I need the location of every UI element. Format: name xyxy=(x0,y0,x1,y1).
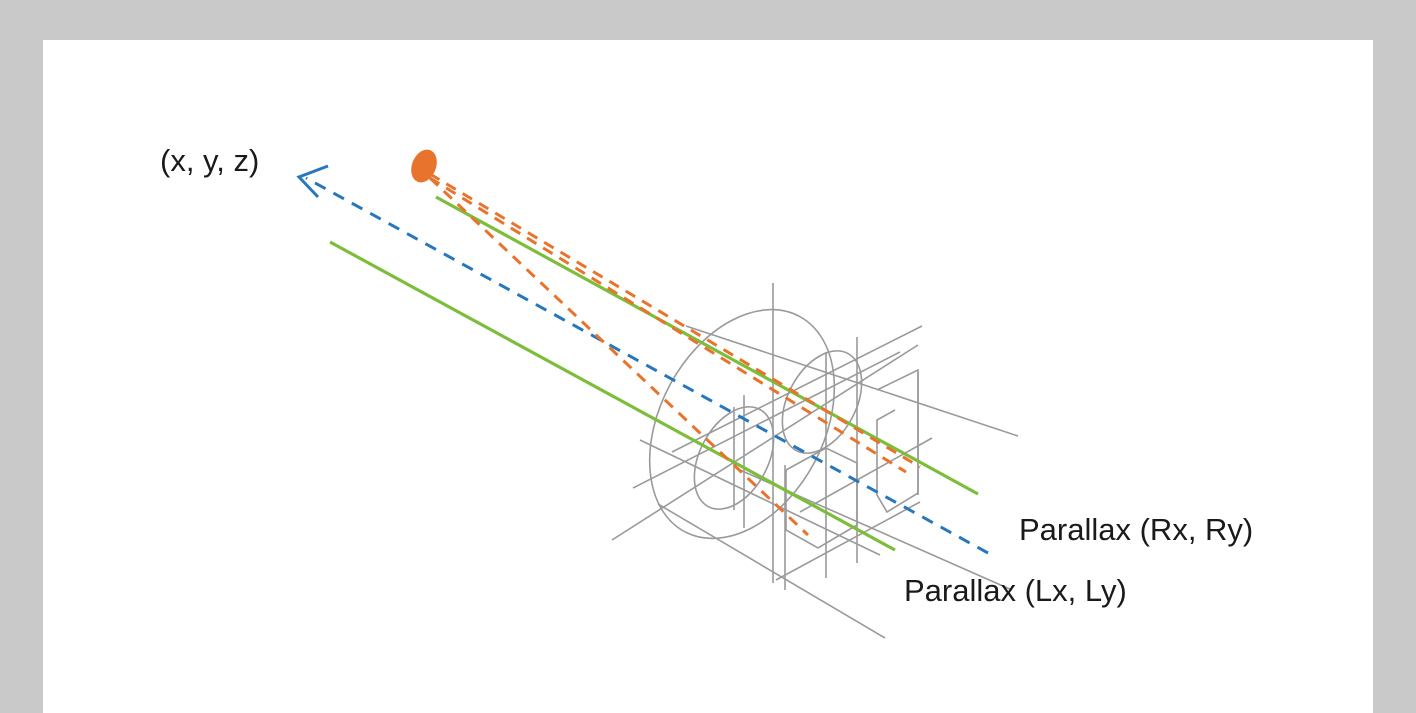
diagram-canvas xyxy=(43,40,1373,713)
body-cross-3 xyxy=(671,325,923,453)
body-cross-2 xyxy=(632,351,901,489)
ray-right-upper xyxy=(429,172,921,469)
ray-left xyxy=(428,176,810,537)
view-axis xyxy=(296,164,989,555)
orange-dot-icon xyxy=(411,149,437,183)
side-plate xyxy=(876,368,919,514)
arrowhead-icon xyxy=(296,164,329,199)
body-cross-1 xyxy=(611,344,919,541)
body-cross-5 xyxy=(775,501,921,581)
left-parallax-label: Parallax (Lx, Ly) xyxy=(904,573,1127,608)
left-lens-ellipse xyxy=(693,406,775,510)
point-label: (x, y, z) xyxy=(160,143,259,178)
body-cross-4 xyxy=(799,437,933,513)
camera-wireframe xyxy=(611,283,1019,639)
front-lens-ellipse xyxy=(648,308,836,540)
view-axis-line xyxy=(305,176,989,555)
right-lens-ellipse xyxy=(781,350,863,454)
orange-rays xyxy=(428,172,921,537)
ray-right-lower xyxy=(429,176,907,474)
left-parallel-line xyxy=(329,240,896,552)
right-parallax-label: Parallax (Rx, Ry) xyxy=(1019,512,1253,547)
parallel-lines xyxy=(329,195,979,552)
right-parallel-line xyxy=(435,195,979,496)
sensor-detail xyxy=(785,447,858,549)
body-diagonal-1 xyxy=(685,325,1019,437)
body-diagonal-3 xyxy=(657,503,886,639)
